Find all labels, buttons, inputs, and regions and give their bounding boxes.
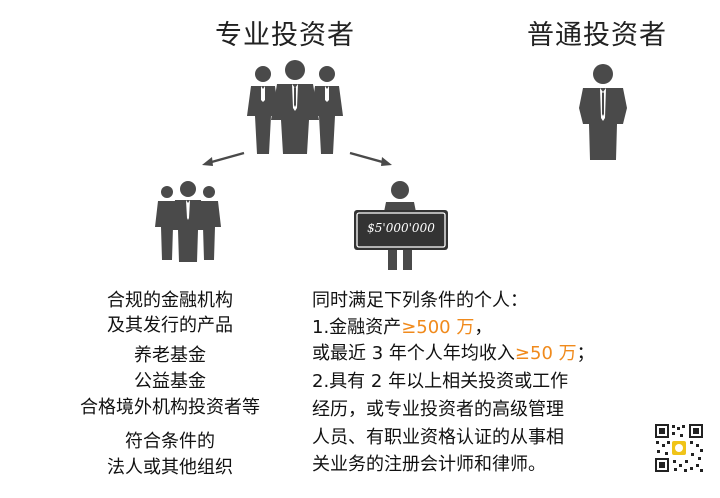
right-text-line-2-suffix: ， [474,317,493,338]
left-text-line-5: 合格境外机构投资者等 [80,397,260,418]
right-text-line-7: 关业务的注册会计师和律师。 [312,454,546,475]
right-text-line-6: 人员、有职业资格认证的从事相 [312,427,564,448]
institution-group-icon [155,180,221,264]
arrow-left-icon [200,150,246,168]
arrow-right-icon [348,150,394,168]
individual-with-sign-icon [352,180,452,272]
income-threshold-highlight: ≥50 万 [514,343,577,364]
left-text-line-6: 符合条件的 [125,431,215,452]
right-text-line-4: 2.具有 2 年以上相关投资或工作 [312,371,569,392]
asset-threshold-highlight: ≥500 万 [401,317,475,338]
right-text-line-3-suffix: ； [576,343,595,364]
left-text-line-7: 法人或其他组织 [107,457,233,478]
professional-investor-title: 专业投资者 [215,20,355,51]
right-text-line-3-prefix: 或最近 3 年个人年均收入 [312,343,515,364]
right-text-line-5: 经历，或专业投资者的高级管理 [312,399,564,420]
right-text-line-3: 或最近 3 年个人年均收入≥50 万； [312,341,595,367]
left-text-line-1: 合规的金融机构 [107,290,233,311]
ordinary-investor-icon [573,64,633,160]
right-text-line-2-prefix: 1.金融资产 [312,317,402,338]
left-text-line-4: 公益基金 [134,371,206,392]
left-text-line-2: 及其发行的产品 [107,315,233,336]
qr-code-icon [654,423,704,473]
ordinary-investor-title: 普通投资者 [527,20,667,51]
sign-amount-label: $5'000'000 [367,221,435,235]
right-text-line-1: 同时满足下列条件的个人： [312,290,528,311]
business-group-icon [243,58,347,156]
right-text-line-2: 1.金融资产≥500 万， [312,315,492,341]
left-text-line-3: 养老基金 [134,345,206,366]
